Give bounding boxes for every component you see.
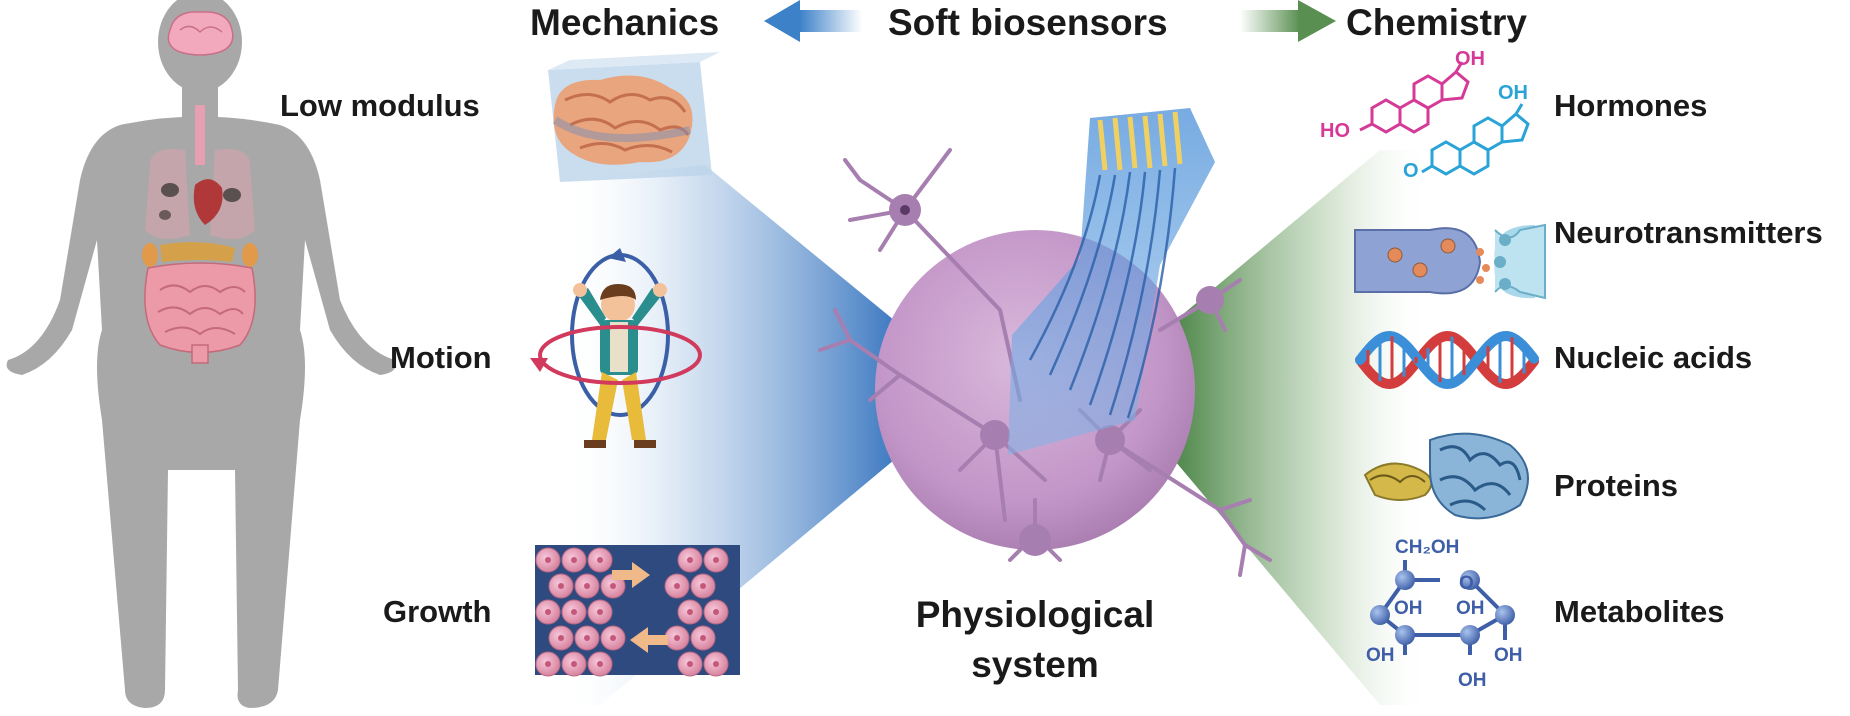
- growth-cell-nucleus: [700, 583, 706, 589]
- center-heading: Soft biosensors: [888, 2, 1168, 43]
- growth-cell-nucleus: [545, 557, 551, 563]
- label-growth: Growth: [383, 594, 492, 629]
- estradiol-oh-top: OH: [1455, 48, 1485, 70]
- growth-cell-nucleus: [571, 557, 577, 563]
- glucose-oh-4: OH: [1494, 645, 1523, 666]
- label-nucleic-acids: Nucleic acids: [1554, 340, 1753, 375]
- low-modulus-gel-illustration: [548, 52, 720, 182]
- physiological-sphere-illustration: [818, 108, 1272, 577]
- label-low-modulus: Low modulus: [280, 88, 480, 123]
- synapse-illustration: [1354, 223, 1546, 300]
- glucose-oh-3: OH: [1366, 645, 1395, 666]
- growth-cell-nucleus: [687, 609, 693, 615]
- growth-cell-nucleus: [545, 609, 551, 615]
- chemistry-heading: Chemistry: [1346, 2, 1527, 43]
- left-header-arrow: [764, 0, 862, 42]
- glucose-oh-1: OH: [1394, 598, 1423, 619]
- growth-cell-nucleus: [597, 609, 603, 615]
- motion-figure-illustration: [530, 248, 702, 448]
- hormones-molecules-illustration: [1359, 61, 1530, 176]
- growth-cell-nucleus: [713, 661, 719, 667]
- dna-helix-illustration: [1355, 330, 1539, 390]
- system-line: system: [971, 644, 1099, 685]
- growth-cell-nucleus: [584, 635, 590, 641]
- physiological-system-label: Physiological system: [880, 590, 1190, 690]
- mechanics-heading: Mechanics: [530, 2, 720, 43]
- human-body-illustration: [6, 0, 396, 708]
- glucose-oh-5: OH: [1458, 670, 1487, 691]
- progesterone-o: O: [1403, 160, 1419, 182]
- glucose-oh-2: OH: [1456, 598, 1485, 619]
- growth-cell-nucleus: [713, 557, 719, 563]
- right-header-arrow: [1240, 0, 1336, 42]
- growth-cell-nucleus: [597, 661, 603, 667]
- growth-cell-nucleus: [558, 583, 564, 589]
- label-motion: Motion: [390, 340, 492, 375]
- progesterone-oh: OH: [1498, 82, 1528, 104]
- growth-cell-nucleus: [584, 583, 590, 589]
- growth-cell-nucleus: [597, 557, 603, 563]
- growth-cell-nucleus: [674, 583, 680, 589]
- growth-cell-nucleus: [687, 661, 693, 667]
- physiological-line: Physiological: [915, 594, 1155, 635]
- label-hormones: Hormones: [1554, 88, 1708, 123]
- label-neurotransmitters: Neurotransmitters: [1554, 215, 1823, 250]
- growth-cell-nucleus: [700, 635, 706, 641]
- glucose-ch2oh: CH₂OH: [1395, 537, 1460, 558]
- label-proteins: Proteins: [1554, 468, 1679, 503]
- growth-cell-nucleus: [687, 557, 693, 563]
- glucose-molecule-illustration: [1370, 560, 1515, 655]
- growth-cell-nucleus: [610, 583, 616, 589]
- growth-cell-nucleus: [558, 635, 564, 641]
- growth-cell-nucleus: [713, 609, 719, 615]
- growth-cell-nucleus: [571, 661, 577, 667]
- label-metabolites: Metabolites: [1554, 594, 1725, 629]
- growth-cell-nucleus: [610, 635, 616, 641]
- growth-cells-illustration: [535, 545, 740, 677]
- growth-cell-nucleus: [571, 609, 577, 615]
- glucose-ring-o: O: [1459, 573, 1474, 594]
- growth-cell-nucleus: [545, 661, 551, 667]
- growth-cell-nucleus: [674, 635, 680, 641]
- estradiol-ho: HO: [1320, 120, 1350, 142]
- protein-structure-illustration: [1363, 432, 1529, 520]
